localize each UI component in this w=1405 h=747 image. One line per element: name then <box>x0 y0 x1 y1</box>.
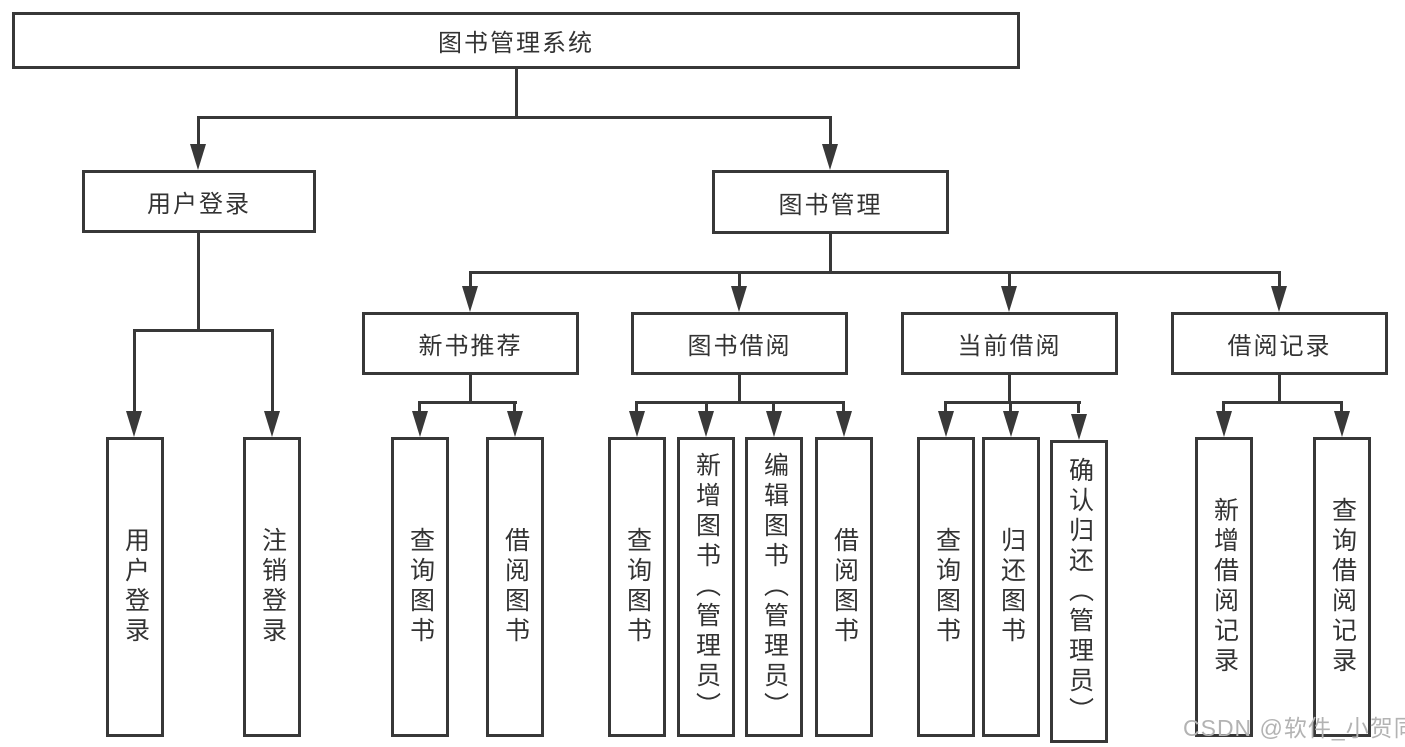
connector-drop <box>418 401 421 411</box>
connector-drop-user-login <box>197 116 200 146</box>
connector-drop <box>1340 401 1343 411</box>
node-leaf-edit-books-admin-label: 编辑图书（管理员） <box>760 452 789 722</box>
connector-root-stem <box>515 69 518 119</box>
node-leaf-query-books-recommend: 查询图书 <box>391 437 449 737</box>
node-leaf-borrow-books-borrow: 借阅图书 <box>815 437 873 737</box>
node-book-management-label: 图书管理 <box>778 191 883 219</box>
connector-drop <box>842 401 845 411</box>
node-leaf-query-books-current-label: 查询图书 <box>932 527 961 647</box>
connector-drop <box>271 329 274 411</box>
connector-new-book-stem <box>469 375 472 404</box>
arrow-down-icon <box>822 144 838 170</box>
connector-drop <box>944 401 947 411</box>
node-user-login: 用户登录 <box>82 170 316 233</box>
node-borrow-records-label: 借阅记录 <box>1227 333 1332 360</box>
arrow-down-icon <box>1001 286 1017 312</box>
node-leaf-return-books-label: 归还图书 <box>997 527 1026 647</box>
node-root-label: 图书管理系统 <box>438 30 594 57</box>
node-leaf-add-borrow-record: 新增借阅记录 <box>1195 437 1253 737</box>
connector-user-login-hline <box>133 329 274 332</box>
connector-current-borrow-stem <box>1008 375 1011 404</box>
node-leaf-borrow-books-recommend-label: 借阅图书 <box>501 527 530 647</box>
connector-book-management-stem <box>829 233 832 274</box>
arrow-down-icon <box>462 286 478 312</box>
watermark: CSDN @软件_小贺同学 <box>1183 715 1405 741</box>
node-current-borrow-label: 当前借阅 <box>957 333 1062 360</box>
arrow-down-icon <box>629 411 645 437</box>
node-book-borrow: 图书借阅 <box>631 312 848 375</box>
node-leaf-query-borrow-record: 查询借阅记录 <box>1313 437 1371 737</box>
node-borrow-records: 借阅记录 <box>1171 312 1388 375</box>
node-book-borrow-label: 图书借阅 <box>687 333 792 360</box>
arrow-down-icon <box>731 286 747 312</box>
arrow-down-icon <box>412 411 428 437</box>
node-book-management: 图书管理 <box>712 170 949 234</box>
node-root: 图书管理系统 <box>12 12 1020 69</box>
node-leaf-query-books-recommend-label: 查询图书 <box>406 527 435 647</box>
connector-current-borrow-hline <box>944 401 1081 404</box>
arrow-down-icon <box>264 411 280 437</box>
connector-drop <box>1009 401 1012 411</box>
arrow-down-icon <box>1334 411 1350 437</box>
node-leaf-query-borrow-record-label: 查询借阅记录 <box>1328 497 1357 677</box>
arrow-down-icon <box>1216 411 1232 437</box>
node-leaf-edit-books-admin: 编辑图书（管理员） <box>745 437 803 737</box>
node-leaf-logout: 注销登录 <box>243 437 301 737</box>
node-user-login-label: 用户登录 <box>147 191 251 218</box>
node-leaf-borrow-books-borrow-label: 借阅图书 <box>830 527 859 647</box>
arrow-down-icon <box>698 411 714 437</box>
connector-drop-book-management <box>829 116 832 146</box>
node-leaf-query-books-borrow-label: 查询图书 <box>623 527 652 647</box>
arrow-down-icon <box>1003 411 1019 437</box>
node-leaf-return-books: 归还图书 <box>982 437 1040 737</box>
connector-drop <box>513 401 516 411</box>
connector-book-borrow-hline <box>635 401 845 404</box>
connector-root-hline <box>197 116 832 119</box>
arrow-down-icon <box>1071 414 1087 440</box>
arrow-down-icon <box>938 411 954 437</box>
connector-drop <box>738 271 741 286</box>
arrow-down-icon <box>836 411 852 437</box>
node-leaf-add-borrow-record-label: 新增借阅记录 <box>1210 497 1239 677</box>
node-leaf-add-books-admin: 新增图书（管理员） <box>677 437 735 737</box>
connector-new-book-hline <box>418 401 517 404</box>
connector-drop <box>1077 401 1080 413</box>
connector-drop <box>635 401 638 411</box>
connector-book-borrow-stem <box>738 375 741 404</box>
node-current-borrow: 当前借阅 <box>901 312 1118 375</box>
arrow-down-icon <box>126 411 142 437</box>
connector-drop <box>133 329 136 411</box>
connector-book-management-hline <box>469 271 1281 274</box>
connector-drop <box>1278 271 1281 286</box>
node-leaf-query-books-borrow: 查询图书 <box>608 437 666 737</box>
node-leaf-add-books-admin-label: 新增图书（管理员） <box>692 452 721 722</box>
node-new-book-recommend-label: 新书推荐 <box>418 333 523 360</box>
connector-borrow-records-stem <box>1278 375 1281 404</box>
connector-drop <box>772 401 775 411</box>
arrow-down-icon <box>1271 286 1287 312</box>
arrow-down-icon <box>766 411 782 437</box>
connector-borrow-records-hline <box>1222 401 1343 404</box>
connector-user-login-stem <box>197 233 200 332</box>
connector-drop <box>469 271 472 286</box>
connector-drop <box>705 401 708 411</box>
node-leaf-user-login-label: 用户登录 <box>121 527 150 647</box>
connector-drop <box>1008 271 1011 286</box>
node-leaf-confirm-return-admin-label: 确认归还（管理员） <box>1065 456 1094 727</box>
node-leaf-user-login: 用户登录 <box>106 437 164 737</box>
node-new-book-recommend: 新书推荐 <box>362 312 579 375</box>
node-leaf-borrow-books-recommend: 借阅图书 <box>486 437 544 737</box>
arrow-down-icon <box>190 144 206 170</box>
node-leaf-confirm-return-admin: 确认归还（管理员） <box>1050 440 1108 743</box>
arrow-down-icon <box>507 411 523 437</box>
connector-drop <box>1222 401 1225 411</box>
node-leaf-logout-label: 注销登录 <box>258 527 287 647</box>
node-leaf-query-books-current: 查询图书 <box>917 437 975 737</box>
